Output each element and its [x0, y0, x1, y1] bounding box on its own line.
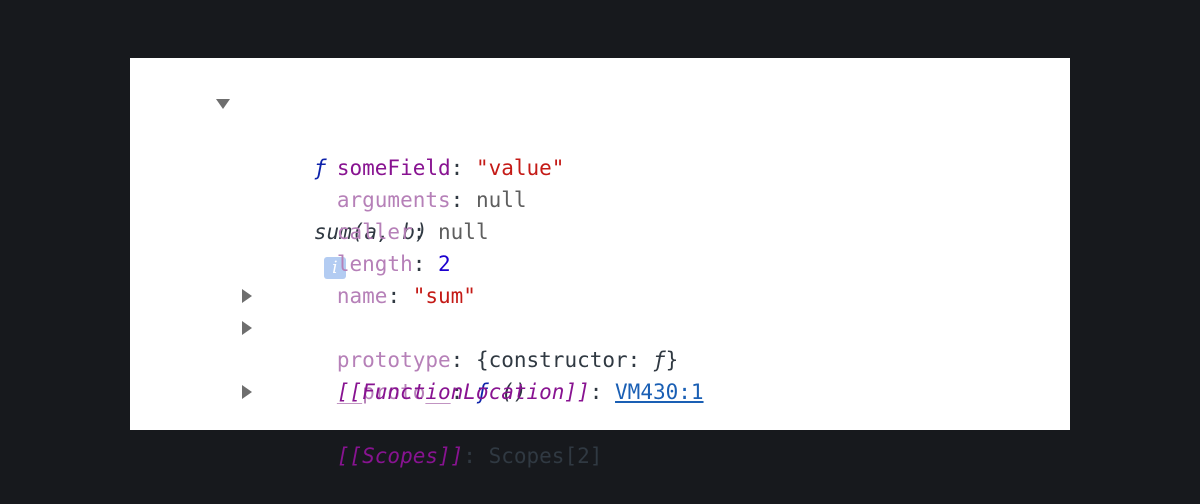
property-key: prototype [336, 348, 451, 372]
property-row-function-location: [[FunctionLocation]]: VM430:1 [216, 344, 704, 404]
object-tree: ƒ sum(a, b) i someField: "value" argumen… [216, 88, 704, 468]
property-key: caller [336, 220, 413, 244]
property-row-proto[interactable]: __proto__: ƒ () [216, 312, 704, 404]
property-colon: : [450, 348, 476, 372]
property-colon: : [450, 156, 476, 180]
function-symbol: ƒ [313, 156, 327, 180]
property-key: arguments [336, 188, 451, 212]
property-key: [[Scopes]] [336, 444, 464, 468]
property-colon: : [450, 188, 476, 212]
property-key: __proto__ [336, 380, 451, 404]
info-icon[interactable]: i [323, 257, 346, 279]
property-value-open: {constructor: [475, 348, 653, 372]
property-value-f: ƒ [475, 380, 489, 404]
property-value: null [438, 220, 489, 244]
property-key: someField [336, 156, 451, 180]
property-row-somefield: someField: "value" [216, 120, 704, 180]
property-colon: : [387, 284, 413, 308]
expand-triangle-icon[interactable] [242, 312, 256, 344]
property-row-prototype[interactable]: prototype: {constructor: ƒ} [216, 280, 704, 372]
property-key: name [336, 284, 388, 308]
property-colon: : [589, 380, 616, 404]
source-location-link[interactable]: VM430:1 [615, 380, 704, 404]
expand-triangle-icon[interactable] [242, 376, 256, 408]
property-colon: : [412, 252, 439, 276]
property-row-name: name: "sum" [216, 248, 704, 308]
property-row-length: length: 2 [216, 216, 704, 276]
property-key: [[FunctionLocation]] [336, 380, 590, 404]
property-value-close: } [665, 348, 679, 372]
property-value-f: ƒ [652, 348, 666, 372]
property-value-rest: () [488, 380, 527, 404]
console-panel: ƒ sum(a, b) i someField: "value" argumen… [130, 58, 1070, 468]
function-signature: sum(a, b) [313, 220, 428, 244]
property-colon: : [463, 444, 489, 468]
property-value: null [475, 188, 527, 212]
property-row-arguments: arguments: null [216, 152, 704, 212]
property-value: "value" [475, 156, 565, 180]
property-value: "sum" [412, 284, 476, 308]
property-value: 2 [438, 252, 451, 276]
property-colon: : [450, 380, 476, 404]
property-row-caller: caller: null [216, 184, 704, 244]
property-value: Scopes[2] [488, 444, 603, 468]
collapse-triangle-icon[interactable] [216, 88, 230, 120]
property-row-scopes[interactable]: [[Scopes]]: Scopes[2] [216, 376, 704, 468]
root-function-row[interactable]: ƒ sum(a, b) i [216, 88, 704, 279]
property-key: length [336, 252, 413, 276]
expand-triangle-icon[interactable] [242, 280, 256, 312]
property-colon: : [412, 220, 439, 244]
